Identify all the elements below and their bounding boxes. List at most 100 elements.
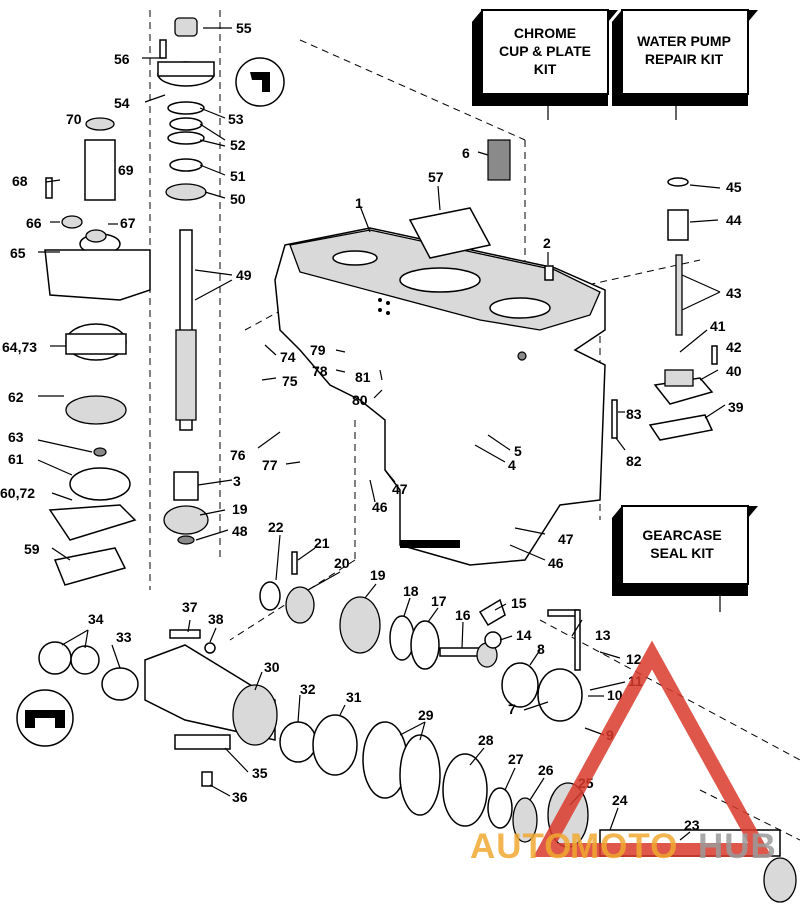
kit-title-line: GEARCASE — [642, 527, 721, 543]
callout: 66 — [26, 215, 42, 231]
callout: 47 — [392, 481, 408, 497]
callout: 18 — [403, 583, 419, 599]
callout: 29 — [418, 707, 434, 723]
callout: 22 — [268, 519, 284, 535]
kit-title-line: CUP & PLATE — [499, 43, 591, 59]
callout: 7 — [508, 701, 516, 717]
kit-title-line: WATER PUMP — [637, 33, 731, 49]
chrome-cup-plate-kit-box: CHROME CUP & PLATE KIT — [472, 9, 618, 106]
callout: 5 — [514, 443, 522, 459]
cup-detail-icon — [235, 57, 285, 107]
callout: 67 — [120, 215, 136, 231]
callout: 31 — [346, 689, 362, 705]
callout: 17 — [431, 593, 447, 609]
automotohub-watermark: AUTO MOTO HUB — [470, 640, 777, 866]
callout: 74 — [280, 349, 296, 365]
callout: 42 — [726, 339, 742, 355]
seal-detail-icon — [16, 689, 74, 747]
watermark-text-moto: MOTO — [570, 827, 678, 866]
callout: 77 — [262, 457, 278, 473]
watermark-text-auto: AUTO — [470, 827, 573, 866]
callout: 45 — [726, 179, 742, 195]
callout: 65 — [10, 245, 26, 261]
callout: 20 — [334, 555, 350, 571]
callout: 81 — [355, 369, 371, 385]
callout: 35 — [252, 765, 268, 781]
watermark-triangle — [533, 640, 772, 857]
callout: 70 — [66, 111, 82, 127]
watermark-text-hub: HUB — [698, 827, 777, 866]
shift-linkage-parts — [408, 139, 718, 441]
callout: 50 — [230, 191, 246, 207]
callout: 47 — [558, 531, 574, 547]
callout: 19 — [232, 501, 248, 517]
callout: 3 — [233, 473, 241, 489]
callout: 79 — [310, 342, 326, 358]
callout: 44 — [726, 212, 742, 228]
callout: 51 — [230, 168, 246, 184]
water-pump-repair-kit-box: WATER PUMP REPAIR KIT — [612, 9, 758, 106]
kit-title-line: CHROME — [514, 25, 576, 41]
callout: 16 — [455, 607, 471, 623]
callout: 39 — [728, 399, 744, 415]
callout: 48 — [232, 523, 248, 539]
callout: 56 — [114, 51, 130, 67]
callout-labels: 55 56 54 53 52 51 50 49 70 69 68 66 67 6… — [0, 20, 744, 833]
gearcase-seal-kit-box: GEARCASE SEAL KIT — [612, 505, 758, 596]
callout: 2 — [543, 235, 551, 251]
callout: 37 — [182, 599, 198, 615]
lower-gear-train — [38, 551, 797, 903]
callout: 49 — [236, 267, 252, 283]
callout: 38 — [208, 611, 224, 627]
callout: 36 — [232, 789, 248, 805]
callout: 59 — [24, 541, 40, 557]
callout: 75 — [282, 373, 298, 389]
callout: 54 — [114, 95, 130, 111]
callout: 4 — [508, 457, 516, 473]
callout: 6 — [462, 145, 470, 161]
callout: 23 — [684, 817, 700, 833]
callout: 41 — [710, 318, 726, 334]
callout: 57 — [428, 169, 444, 185]
callout: 13 — [595, 627, 611, 643]
callout: 62 — [8, 389, 24, 405]
callout: 34 — [88, 611, 104, 627]
callout: 21 — [314, 535, 330, 551]
callout: 43 — [726, 285, 742, 301]
callout: 14 — [516, 627, 532, 643]
callout: 82 — [626, 453, 642, 469]
callout: 40 — [726, 363, 742, 379]
callout: 27 — [508, 751, 524, 767]
callout: 33 — [116, 629, 132, 645]
callout: 46 — [372, 499, 388, 515]
callout: 61 — [8, 451, 24, 467]
callout: 76 — [230, 447, 246, 463]
callout: 78 — [312, 363, 328, 379]
callout: 68 — [12, 173, 28, 189]
callout: 53 — [228, 111, 244, 127]
kit-title-line: SEAL KIT — [650, 545, 714, 561]
callout: 32 — [300, 681, 316, 697]
callout: 69 — [118, 162, 134, 178]
callout: 63 — [8, 429, 24, 445]
callout: 8 — [537, 641, 545, 657]
callout: 26 — [538, 762, 554, 778]
callout: 30 — [264, 659, 280, 675]
callout: 12 — [626, 651, 642, 667]
callout: 80 — [352, 392, 368, 408]
callout: 60,72 — [0, 485, 35, 501]
callout: 46 — [548, 555, 564, 571]
callout: 24 — [612, 792, 628, 808]
callout: 28 — [478, 732, 494, 748]
water-pump-parts — [44, 17, 215, 586]
gearcase-housing — [274, 227, 606, 566]
callout: 10 — [607, 687, 623, 703]
callout: 1 — [355, 195, 363, 211]
kit-title-line: REPAIR KIT — [645, 51, 724, 67]
callout: 15 — [511, 595, 527, 611]
callout: 19 — [370, 567, 386, 583]
callout: 52 — [230, 137, 246, 153]
callout: 55 — [236, 20, 252, 36]
